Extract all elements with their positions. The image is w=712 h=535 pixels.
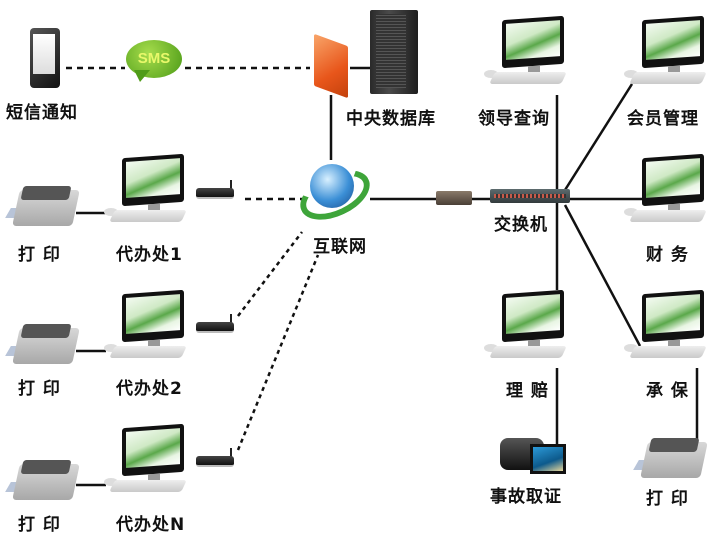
link-internet-router2 [237, 231, 303, 317]
printer-icon [5, 180, 80, 232]
desktop-pc-icon [484, 15, 568, 90]
finance-label: 财 务 [646, 245, 689, 265]
desktop-pc-icon [624, 15, 708, 90]
desktop-pc-icon [104, 289, 188, 364]
link-switch-underwriting [563, 204, 642, 347]
printer-icon [633, 432, 708, 484]
print1-label: 打 印 [18, 245, 61, 265]
internet-label: 互联网 [313, 237, 367, 257]
wireless-router-icon [196, 314, 240, 334]
server-rack-icon [370, 10, 418, 94]
desktop-pc-icon [484, 289, 568, 364]
central-db-label: 中央数据库 [346, 109, 436, 129]
desktop-pc-icon [104, 153, 188, 228]
wireless-router-icon [196, 448, 240, 468]
mobile-phone-icon [30, 28, 60, 88]
accident-evidence-label: 事故取证 [490, 487, 562, 507]
link-internet-router3 [236, 254, 320, 451]
desktop-pc-icon [624, 289, 708, 364]
desktop-pc-icon [624, 153, 708, 228]
printer-icon [5, 454, 80, 506]
desktop-pc-icon [104, 423, 188, 498]
small-switch-icon [436, 191, 472, 205]
globe-icon [292, 160, 378, 230]
network-switch-icon [490, 189, 570, 203]
agency2-label: 代办处2 [116, 379, 183, 399]
print-right-label: 打 印 [646, 489, 689, 509]
leader-query-label: 领导查询 [478, 109, 550, 129]
print3-label: 打 印 [18, 515, 61, 535]
claims-label: 理 赔 [506, 381, 549, 401]
agencyN-label: 代办处N [116, 515, 186, 535]
camcorder-icon [500, 434, 566, 474]
sms-notify-label: 短信通知 [6, 103, 78, 123]
switch-label: 交换机 [494, 215, 548, 235]
underwriting-label: 承 保 [646, 381, 689, 401]
agency1-label: 代办处1 [116, 245, 183, 265]
wireless-router-icon [196, 180, 240, 200]
print2-label: 打 印 [18, 379, 61, 399]
sms-text: SMS [137, 50, 171, 67]
link-switch-member [563, 83, 634, 191]
printer-icon [5, 318, 80, 370]
sms-bubble-icon: SMS [126, 40, 184, 84]
member-mgmt-label: 会员管理 [627, 109, 699, 129]
